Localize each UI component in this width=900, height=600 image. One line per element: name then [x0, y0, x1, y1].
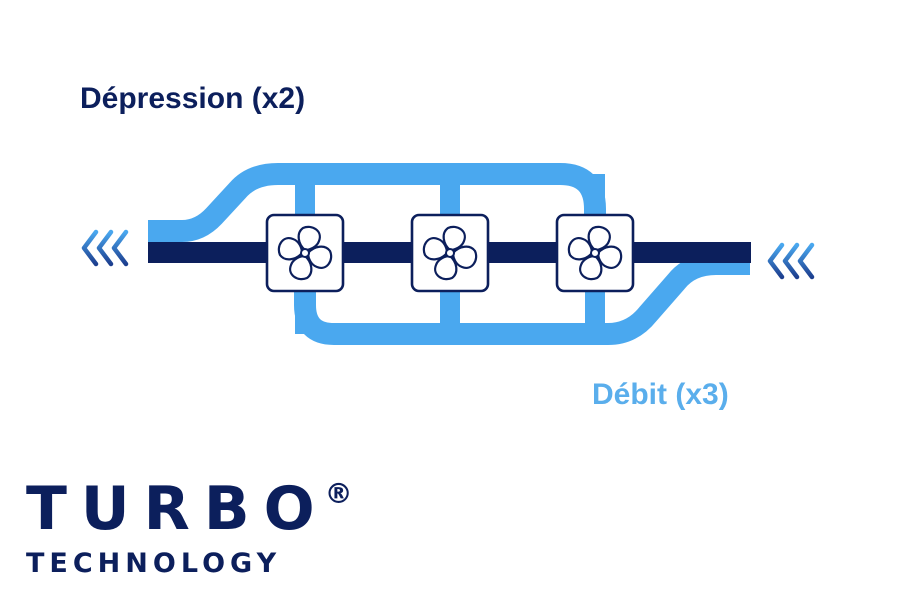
fan-icon: [277, 225, 333, 281]
brand-name-text: TURBO: [26, 474, 329, 544]
fan-2: [410, 213, 490, 293]
depression-label: Dépression (x2): [80, 82, 306, 115]
registered-mark: ®: [324, 477, 353, 510]
chevrons-right-side-icon: [767, 242, 815, 280]
brand-subtitle: TECHNOLOGY: [26, 548, 282, 579]
fan-icon: [567, 225, 623, 281]
fan-3: [555, 213, 635, 293]
fan-icon: [422, 225, 478, 281]
flow-path-lower: [294, 253, 750, 345]
fan-1: [265, 213, 345, 293]
chevrons-left-icon: [81, 229, 129, 267]
debit-label: Débit (x3): [592, 378, 729, 411]
brand-logo: TURBO® TECHNOLOGY: [26, 460, 353, 581]
brand-name: TURBO®: [26, 460, 353, 543]
